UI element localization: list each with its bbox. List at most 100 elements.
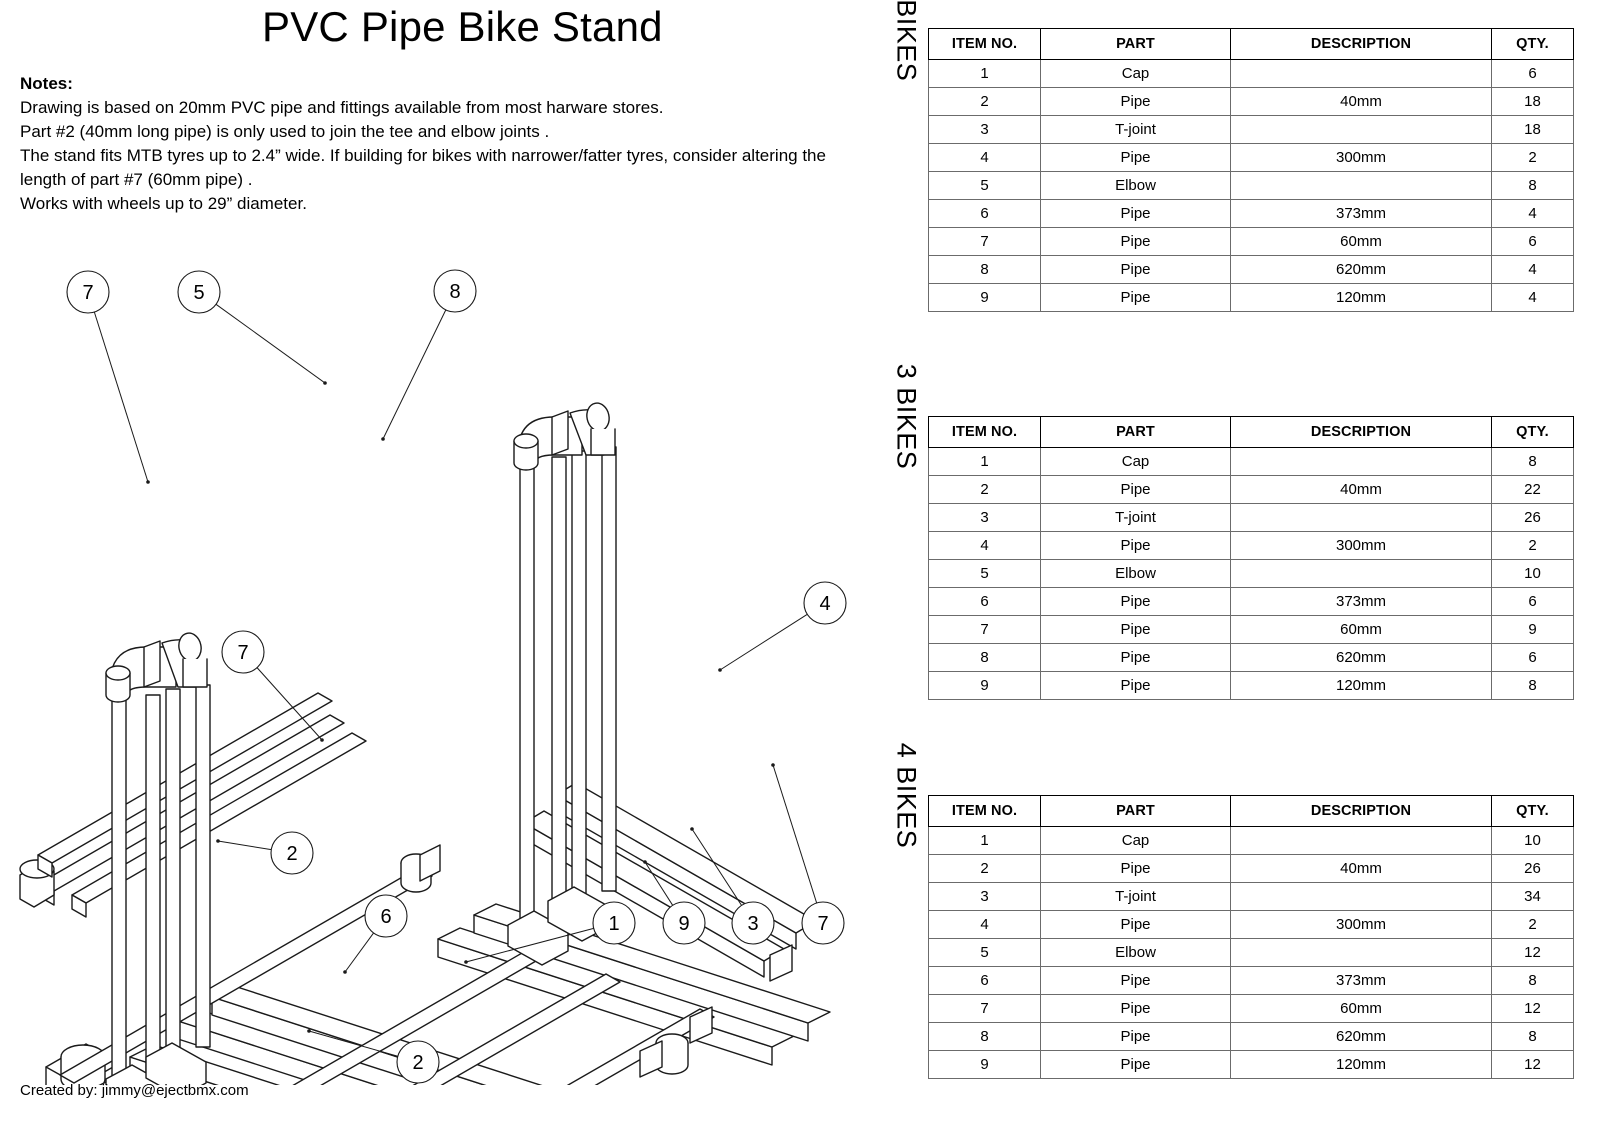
balloon-7-mid: 7 — [221, 630, 324, 742]
cell-item-no: 1 — [928, 447, 1041, 476]
balloon-circle — [433, 269, 477, 313]
cell-item-no: 3 — [928, 503, 1041, 532]
balloon-leader-line — [256, 667, 323, 741]
cell-item-no: 5 — [928, 938, 1041, 967]
col-header-item-no: ITEM NO. — [928, 416, 1041, 448]
balloon-leader-dot — [643, 860, 647, 864]
balloon-leader-dot — [307, 1029, 311, 1033]
cell-description: 40mm — [1230, 854, 1492, 883]
cell-description: 300mm — [1230, 910, 1492, 939]
cell-qty: 9 — [1491, 615, 1574, 644]
cell-qty: 34 — [1491, 882, 1574, 911]
cell-part: Elbow — [1040, 938, 1231, 967]
balloon-leader-dot — [718, 668, 722, 672]
cell-qty: 4 — [1491, 283, 1574, 312]
cell-description — [1230, 447, 1492, 476]
balloon-5: 5 — [177, 270, 327, 385]
cell-part: Pipe — [1040, 255, 1231, 284]
balloon-leader-line — [719, 613, 808, 671]
balloon-2-lower: 2 — [307, 1029, 440, 1084]
cell-item-no: 2 — [928, 475, 1041, 504]
cell-qty: 26 — [1491, 503, 1574, 532]
vertical-post-left-back — [165, 684, 211, 1064]
vertical-post-right-back — [571, 446, 617, 908]
cell-qty: 2 — [1491, 910, 1574, 939]
cell-description: 60mm — [1230, 227, 1492, 256]
cell-qty: 2 — [1491, 531, 1574, 560]
cell-qty: 22 — [1491, 475, 1574, 504]
cell-qty: 10 — [1491, 826, 1574, 855]
cell-qty: 6 — [1491, 587, 1574, 616]
bom-side-label-text: 4 BIKES — [891, 742, 922, 848]
footer-credit: Created by: jimmy@ejectbmx.com — [20, 1082, 249, 1099]
balloon-4: 4 — [718, 581, 847, 672]
cell-item-no: 1 — [928, 826, 1041, 855]
cell-item-no: 2 — [928, 854, 1041, 883]
balloon-leader-line — [465, 927, 594, 963]
balloon-leader-line — [644, 861, 674, 906]
cell-description: 120mm — [1230, 671, 1492, 700]
cell-item-no: 8 — [928, 643, 1041, 672]
cell-part: Pipe — [1040, 87, 1231, 116]
cell-part: Pipe — [1040, 1022, 1231, 1051]
cell-description: 620mm — [1230, 643, 1492, 672]
col-header-description: DESCRIPTION — [1230, 795, 1492, 827]
balloon-2-upper: 2 — [216, 831, 314, 875]
col-header-qty: QTY. — [1491, 416, 1574, 448]
balloon-circle — [731, 901, 775, 945]
bom-side-label-text: 3 BIKES — [891, 363, 922, 469]
bom-header-row: ITEM NO. PART DESCRIPTION QTY. — [928, 28, 1574, 60]
balloon-leader-dot — [146, 480, 150, 484]
cell-part: Pipe — [1040, 199, 1231, 228]
cell-qty: 8 — [1491, 1022, 1574, 1051]
cell-qty: 4 — [1491, 199, 1574, 228]
balloon-9: 9 — [643, 860, 706, 945]
cell-part: Pipe — [1040, 615, 1231, 644]
balloon-label: 2 — [286, 843, 297, 865]
cell-description: 40mm — [1230, 475, 1492, 504]
balloon-circle — [364, 894, 408, 938]
cell-qty: 8 — [1491, 171, 1574, 200]
col-header-description: DESCRIPTION — [1230, 416, 1492, 448]
cell-item-no: 6 — [928, 966, 1041, 995]
balloon-8: 8 — [381, 269, 477, 441]
balloon-label: 5 — [193, 282, 204, 304]
balloon-circle — [66, 270, 110, 314]
cell-description: 300mm — [1230, 531, 1492, 560]
balloon-7-right: 7 — [771, 763, 845, 945]
balloon-7-upper-left: 7 — [66, 270, 150, 484]
cell-description — [1230, 503, 1492, 532]
cell-part: T-joint — [1040, 882, 1231, 911]
cell-part: T-joint — [1040, 115, 1231, 144]
balloon-circle — [662, 901, 706, 945]
rail-a-end — [37, 854, 53, 878]
balloon-leader-line — [382, 309, 447, 440]
col-header-description: DESCRIPTION — [1230, 28, 1492, 60]
cell-part: Pipe — [1040, 1050, 1231, 1079]
note-line-2: Part #2 (40mm long pipe) is only used to… — [20, 122, 550, 141]
balloon-circle — [177, 270, 221, 314]
cell-item-no: 3 — [928, 882, 1041, 911]
cell-description: 620mm — [1230, 1022, 1492, 1051]
balloon-leader-line — [217, 840, 272, 851]
cell-description: 120mm — [1230, 283, 1492, 312]
cell-item-no: 8 — [928, 1022, 1041, 1051]
cell-description — [1230, 882, 1492, 911]
col-header-item-no: ITEM NO. — [928, 795, 1041, 827]
cell-description — [1230, 559, 1492, 588]
notes-heading: Notes: — [20, 74, 73, 93]
cell-description: 373mm — [1230, 587, 1492, 616]
